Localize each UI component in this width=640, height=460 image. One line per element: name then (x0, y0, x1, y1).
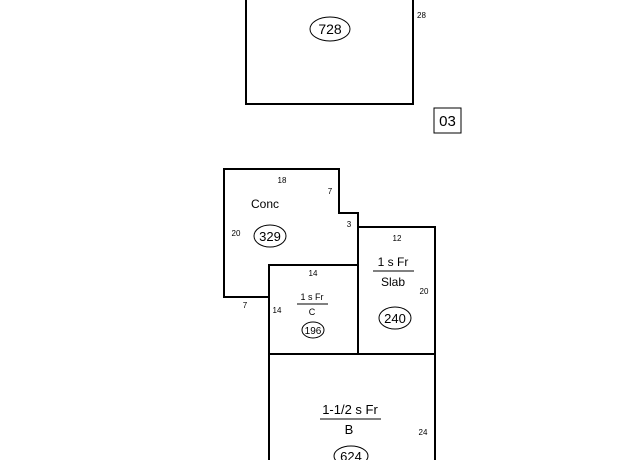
section-one-story-slab: 12 20 1 s Fr Slab 240 (357, 226, 436, 354)
section-conc: 18 7 3 20 7 Conc 329 (223, 168, 359, 310)
page-number-badge: 03 (433, 107, 462, 134)
conc-dim-top: 18 (278, 176, 287, 185)
section-one-story-crawl: 14 14 1 s Fr C 196 (268, 264, 359, 355)
slab-area-value: 240 (384, 311, 406, 326)
upper-dim-right: 28 (417, 11, 426, 20)
conc-dim-bottom: 7 (243, 301, 248, 310)
crawl-dim-left: 14 (273, 306, 282, 315)
crawl-area-ellipse (301, 321, 325, 339)
conc-area-value: 329 (259, 229, 281, 244)
upper-area-ellipse (309, 16, 351, 42)
slab-dim-right: 20 (420, 287, 429, 296)
conc-dim-notch-vertical: 7 (328, 187, 333, 196)
conc-area-ellipse (253, 224, 287, 248)
crawl-label-bottom: C (309, 307, 316, 317)
basement-dim-right: 24 (419, 428, 428, 437)
crawl-dim-top: 14 (309, 269, 318, 278)
page-number: 03 (439, 113, 456, 130)
page-number-box (433, 107, 462, 134)
upper-area-value: 728 (318, 21, 342, 37)
conc-label: Conc (251, 197, 279, 211)
conc-dim-notch-horizontal: 3 (347, 220, 352, 229)
section-one-half-story-basement: 24 1-1/2 s Fr B 624 (268, 353, 436, 460)
basement-label-top: 1-1/2 s Fr (322, 402, 378, 417)
basement-area-value: 624 (340, 449, 362, 460)
conc-dim-left: 20 (232, 229, 241, 238)
slab-outline (358, 226, 436, 354)
slab-area-ellipse (378, 306, 412, 330)
slab-label-top: 1 s Fr (378, 255, 409, 269)
basement-outline (268, 353, 436, 460)
section-upper: 728 28 (245, 0, 426, 105)
conc-outline (223, 168, 359, 298)
slab-label-bottom: Slab (381, 275, 405, 289)
upper-outline (245, 0, 414, 105)
crawl-area-value: 196 (305, 326, 322, 337)
crawl-label-top: 1 s Fr (300, 292, 323, 302)
basement-label-bottom: B (345, 422, 354, 437)
slab-dim-top: 12 (393, 234, 402, 243)
basement-area-ellipse (333, 445, 369, 460)
